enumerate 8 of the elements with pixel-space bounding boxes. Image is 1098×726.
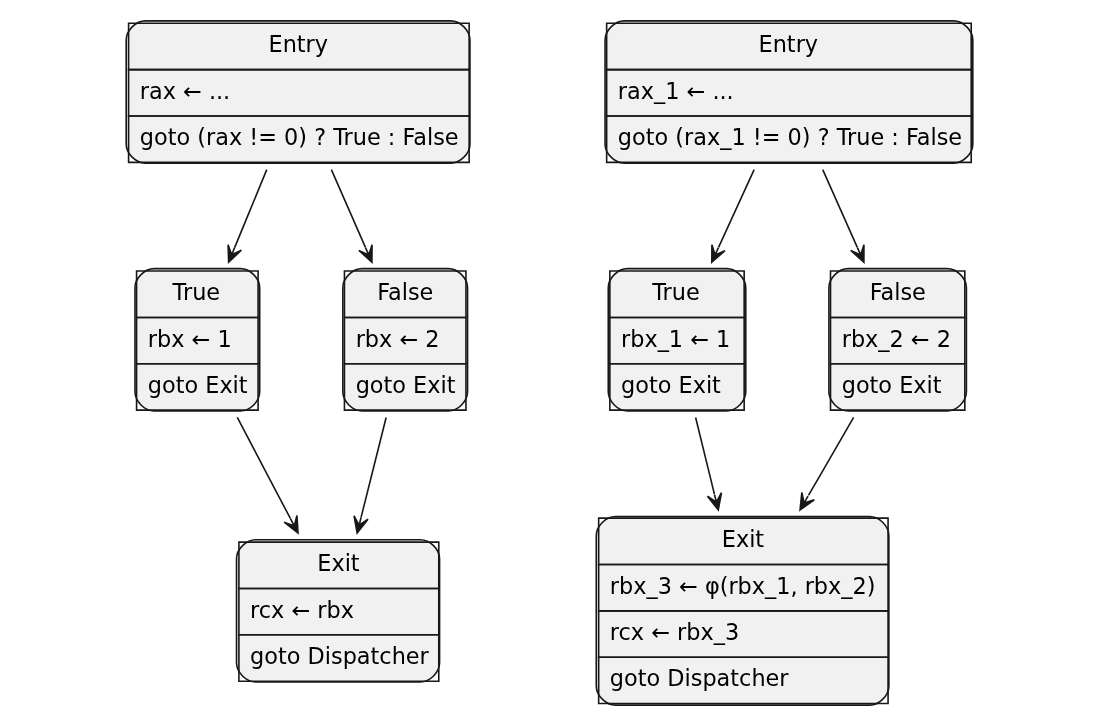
- arrow: [330, 168, 373, 263]
- arrow: [236, 416, 299, 534]
- arrow: [710, 168, 755, 263]
- arrow: [694, 416, 722, 511]
- arrow: [798, 416, 854, 511]
- arrow: [226, 168, 268, 263]
- arrow: [821, 168, 865, 263]
- arrow: [352, 416, 387, 534]
